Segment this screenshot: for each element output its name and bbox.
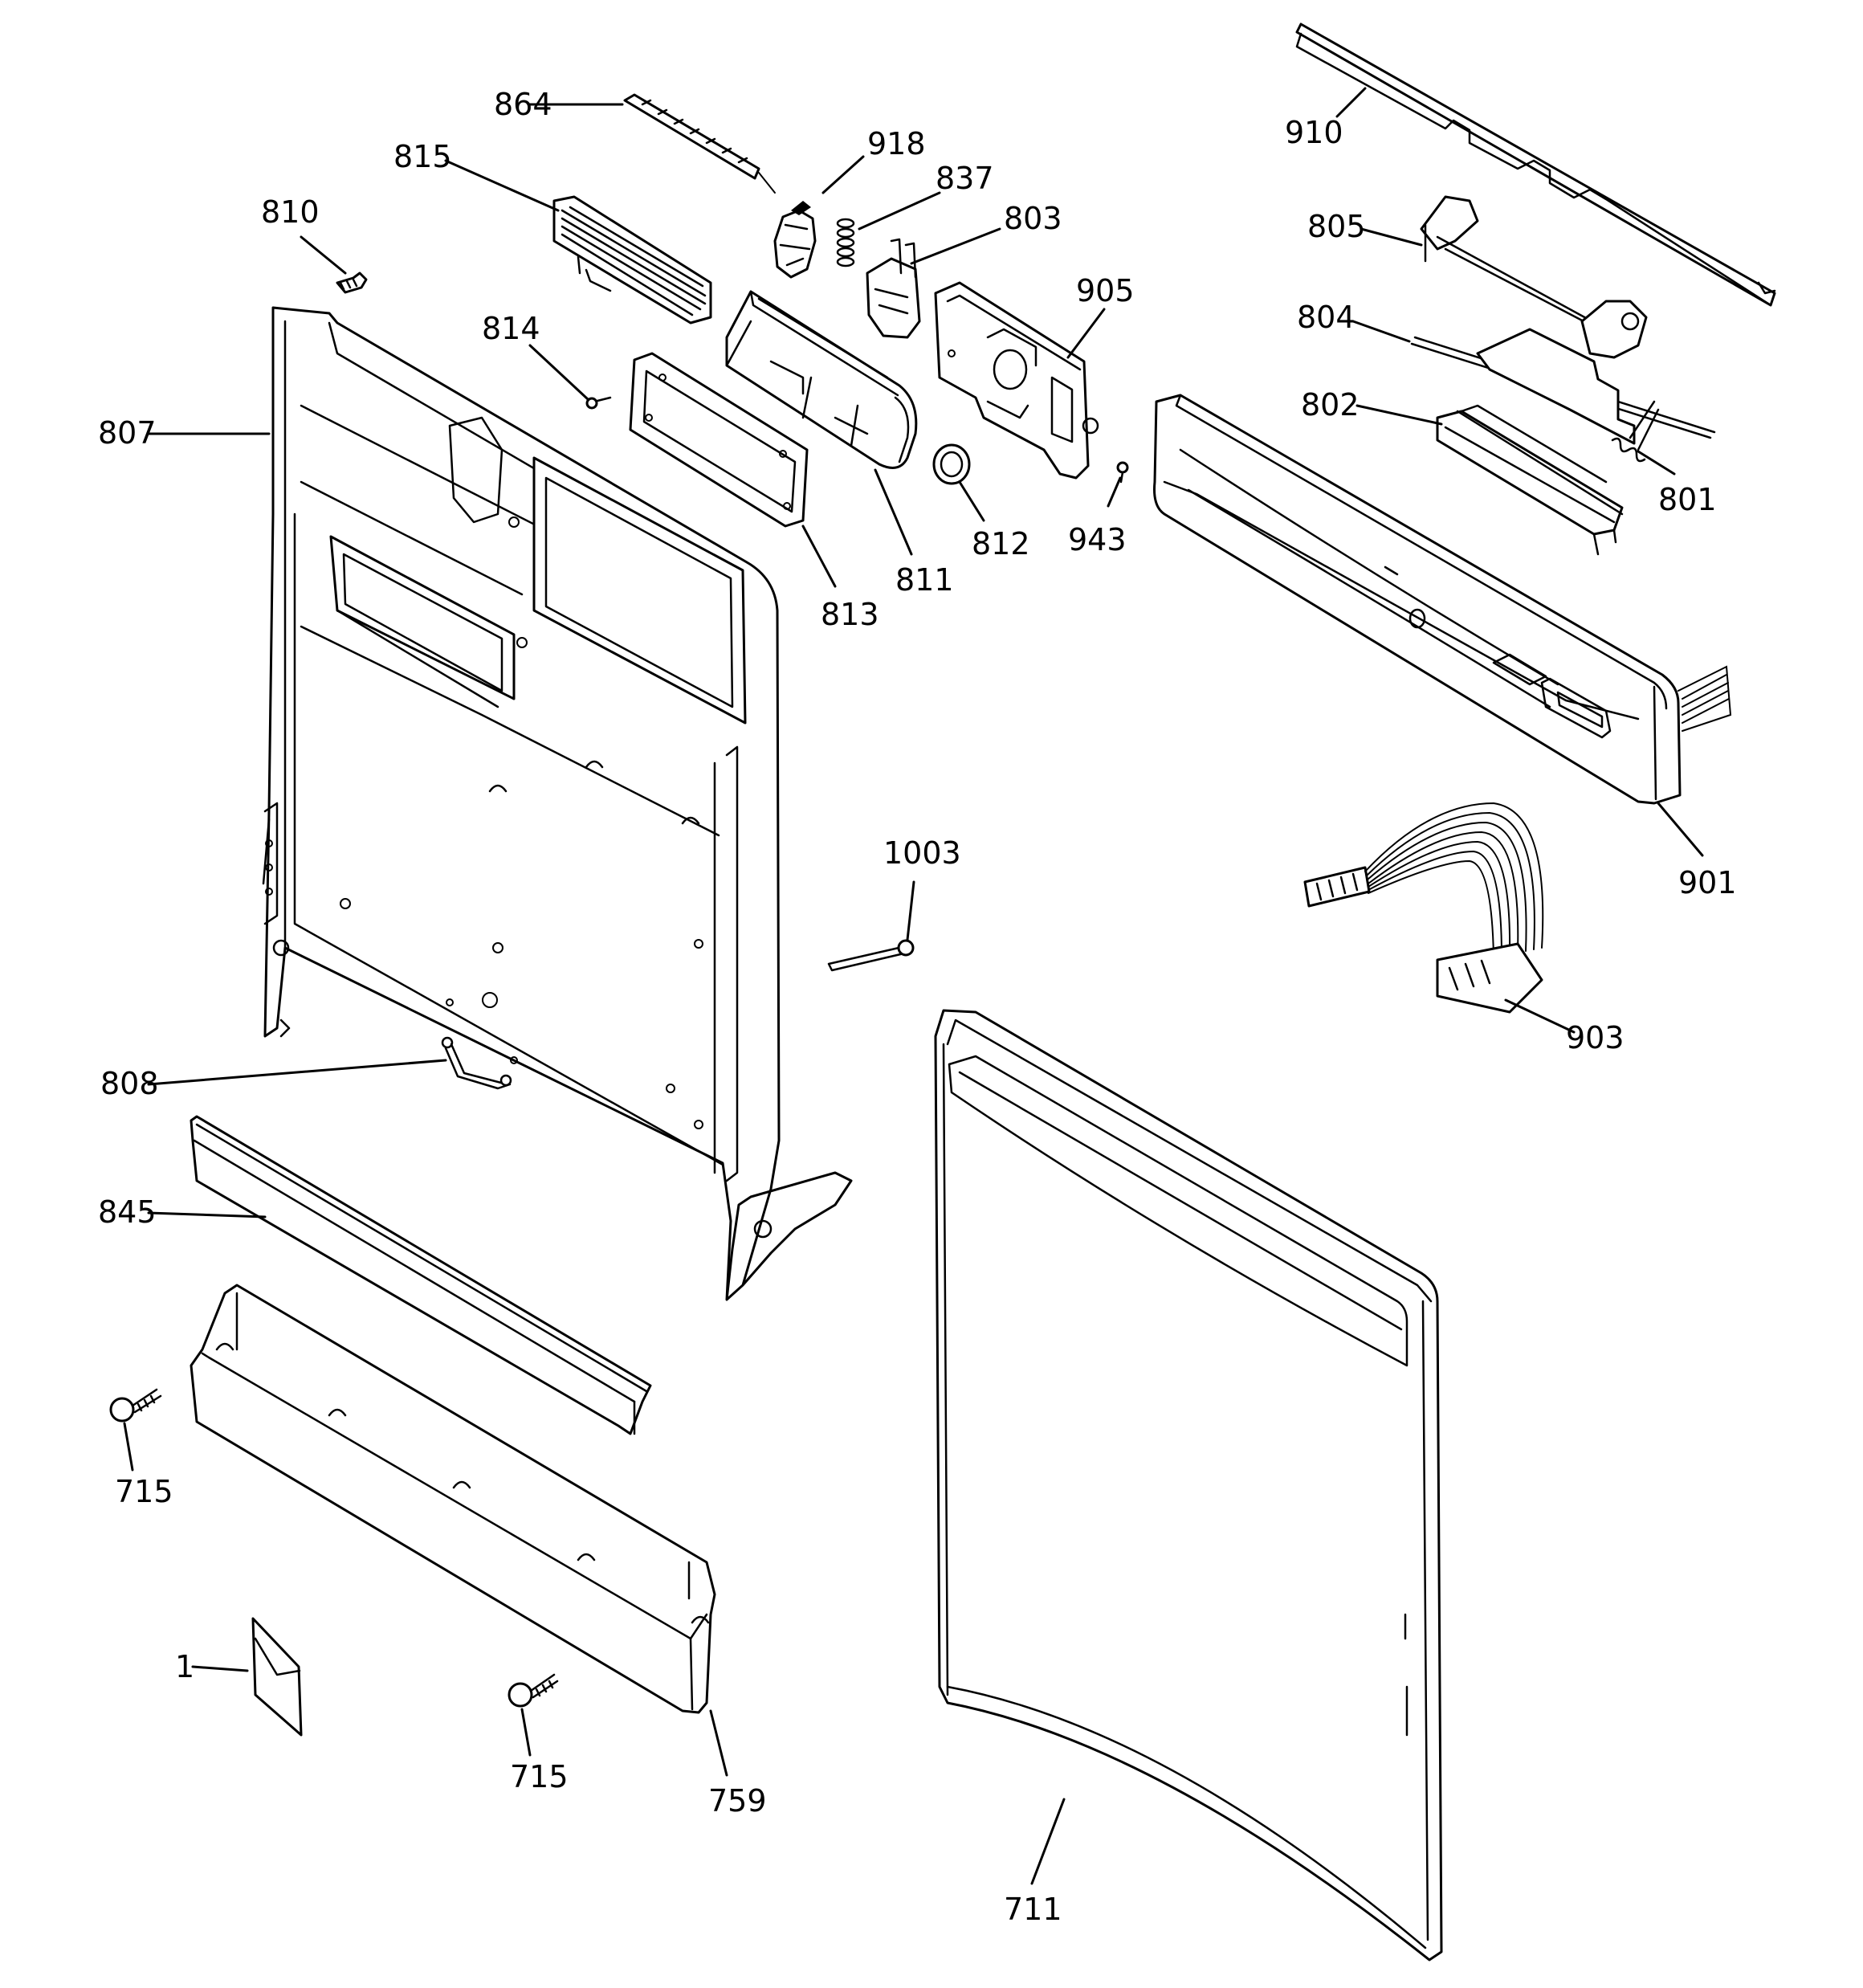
part-805-latch-bracket xyxy=(1420,195,1648,359)
callout-811: 811 xyxy=(895,562,954,598)
callout-813: 813 xyxy=(821,597,879,632)
part-845-kick-strip xyxy=(190,1115,652,1435)
leader-803 xyxy=(910,227,1001,265)
part-864-strip xyxy=(623,93,776,194)
part-801-spring xyxy=(1611,400,1660,463)
leader-910 xyxy=(1335,87,1367,118)
part-812-knob xyxy=(932,443,971,485)
leader-759 xyxy=(709,1709,728,1777)
callout-845: 845 xyxy=(98,1194,157,1230)
part-1-envelope xyxy=(251,1617,303,1737)
part-903-wire-harness xyxy=(1303,802,1544,1014)
callout-801: 801 xyxy=(1658,482,1717,517)
callout-803: 803 xyxy=(1004,201,1062,236)
leader-815 xyxy=(444,159,560,212)
callout-805: 805 xyxy=(1307,209,1366,244)
callout-814: 814 xyxy=(482,311,540,346)
part-815-vent-grille xyxy=(552,195,712,325)
callout-918: 918 xyxy=(867,126,926,161)
callout-812: 812 xyxy=(972,526,1030,561)
leader-810 xyxy=(300,235,347,275)
leader-812 xyxy=(958,480,985,522)
leader-837 xyxy=(858,191,941,231)
callout-901: 901 xyxy=(1678,865,1737,900)
leader-811 xyxy=(874,468,913,556)
callout-943: 943 xyxy=(1068,522,1127,557)
leader-1003 xyxy=(906,880,915,941)
part-715-screw-left xyxy=(109,1388,162,1423)
part-1003-long-screw xyxy=(827,939,915,972)
callout-815: 815 xyxy=(393,139,452,174)
callout-810: 810 xyxy=(261,194,320,230)
leader-905 xyxy=(1066,308,1106,359)
part-808-clip xyxy=(441,1036,512,1090)
leader-715a xyxy=(123,1422,134,1472)
leader-802 xyxy=(1355,404,1443,426)
part-715-screw-right xyxy=(508,1673,559,1708)
leader-918 xyxy=(821,155,865,194)
leader-715b xyxy=(520,1708,532,1757)
callout-807: 807 xyxy=(98,415,157,451)
leader-1 xyxy=(191,1665,249,1672)
part-759-toe-kick xyxy=(190,1284,716,1714)
leader-814 xyxy=(528,344,589,401)
part-804-rod xyxy=(1410,328,1716,445)
part-810-screw xyxy=(336,271,368,294)
callout-711: 711 xyxy=(1004,1892,1062,1927)
part-943-screw xyxy=(1116,461,1129,484)
leader-813 xyxy=(801,525,837,588)
callout-1003: 1003 xyxy=(883,835,961,871)
callout-864: 864 xyxy=(494,87,552,122)
leader-901 xyxy=(1657,802,1704,857)
callout-808: 808 xyxy=(100,1066,159,1101)
part-837-spring xyxy=(836,218,855,267)
part-905-control-bracket xyxy=(934,281,1099,480)
part-803-switch xyxy=(866,238,921,339)
callout-759: 759 xyxy=(708,1783,767,1819)
part-814-screw xyxy=(585,396,612,410)
callout-802: 802 xyxy=(1301,387,1360,423)
callout-910: 910 xyxy=(1285,115,1343,150)
part-901-control-panel xyxy=(1153,394,1732,805)
callout-837: 837 xyxy=(936,161,994,196)
part-910-rail xyxy=(1295,22,1776,307)
leader-801 xyxy=(1637,450,1676,476)
callout-804: 804 xyxy=(1297,300,1355,335)
part-711-outer-door-panel xyxy=(934,1009,1443,1961)
part-813-gasket xyxy=(629,352,809,528)
part-811-dispenser-housing xyxy=(725,290,918,469)
part-807-inner-door-panel xyxy=(262,306,853,1301)
leader-845 xyxy=(147,1211,267,1219)
callout-715-left: 715 xyxy=(115,1474,173,1509)
leader-903 xyxy=(1504,998,1576,1034)
callout-905: 905 xyxy=(1076,273,1135,308)
callout-715-right: 715 xyxy=(510,1759,569,1794)
leader-711 xyxy=(1030,1798,1066,1885)
callout-903: 903 xyxy=(1566,1020,1625,1055)
leader-808 xyxy=(147,1059,447,1086)
leader-805 xyxy=(1360,227,1423,247)
part-802-lever xyxy=(1436,404,1624,556)
leader-943 xyxy=(1107,476,1122,508)
leader-804 xyxy=(1351,320,1411,343)
callout-1: 1 xyxy=(175,1649,194,1684)
part-918-cap xyxy=(773,201,817,279)
